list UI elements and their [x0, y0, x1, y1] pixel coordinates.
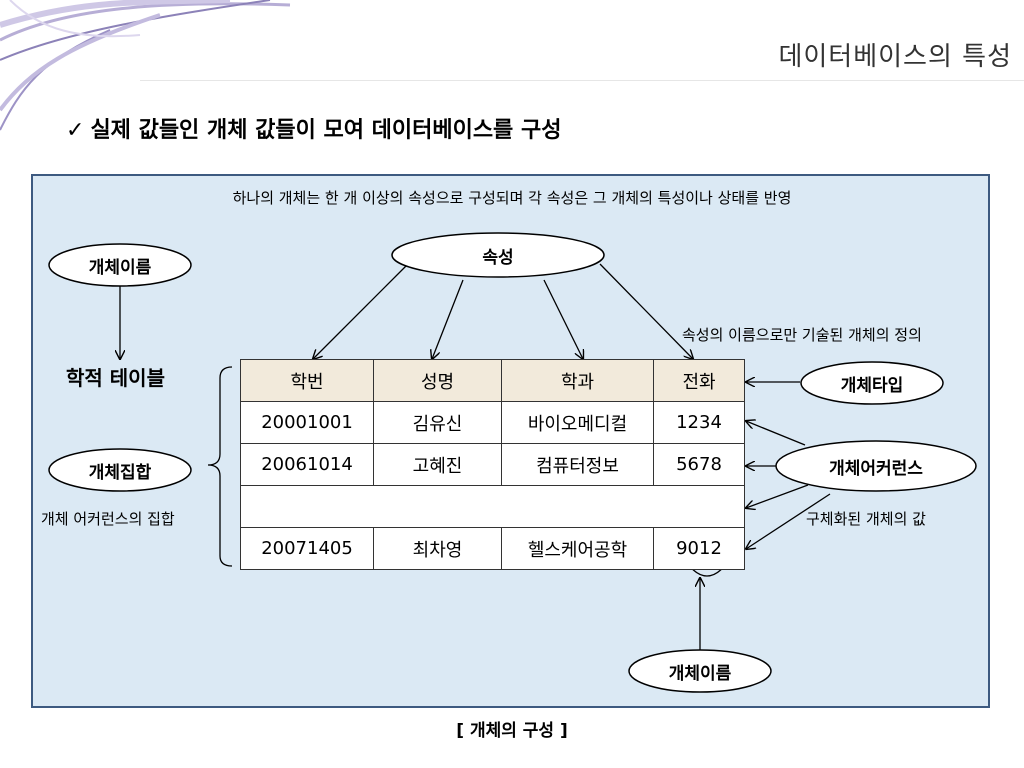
column-header: 학번 [240, 359, 374, 402]
occurrence-arrow-3 [746, 484, 809, 508]
table-cell-empty [240, 485, 745, 528]
table-name: 학적 테이블 [66, 366, 165, 390]
table-row: 20061014 고혜진 컴퓨터정보 5678 [240, 443, 745, 486]
column-header: 학과 [501, 359, 654, 402]
entity-set-oval [48, 448, 192, 492]
check-icon: ✓ [66, 118, 85, 143]
entity-type-label: 개체타입 [840, 376, 904, 396]
column-header: 성명 [373, 359, 502, 402]
occurrence-arrow-4 [746, 493, 831, 549]
column-header: 전화 [653, 359, 745, 402]
entity-occurrence-note: 구체화된 개체의 값 [806, 510, 926, 528]
table-cell: 바이오메디컬 [501, 401, 654, 444]
figure-caption: [ 개체의 구성 ] [456, 721, 568, 741]
entity-name-label-left: 개체이름 [88, 258, 152, 278]
attribute-label: 속성 [482, 248, 514, 268]
table-cell: 9012 [653, 527, 745, 570]
entity-set-brace [207, 366, 233, 567]
student-table: 학번 성명 학과 전화 20001001 김유신 바이오메디컬 1234 200… [240, 359, 745, 570]
entity-name-label-bottom: 개체이름 [668, 664, 732, 684]
table-cell: 20001001 [240, 401, 374, 444]
table-cell: 컴퓨터정보 [501, 443, 654, 486]
table-cell: 20061014 [240, 443, 374, 486]
table-cell: 1234 [653, 401, 745, 444]
entity-type-oval [800, 361, 944, 405]
attribute-arrow-4 [599, 263, 693, 359]
heading-text: 실제 값들인 개체 값들이 모여 데이터베이스를 구성 [90, 118, 562, 143]
table-cell: 최차영 [373, 527, 502, 570]
entity-set-note: 개체 어커런스의 집합 [41, 510, 175, 528]
attribute-arrow-2 [432, 279, 464, 359]
title-divider [140, 80, 1024, 81]
table-row: 20001001 김유신 바이오메디컬 1234 [240, 401, 745, 444]
slide-heading: ✓실제 값들인 개체 값들이 모여 데이터베이스를 구성 [66, 112, 561, 144]
table-header-row: 학번 성명 학과 전화 [240, 359, 745, 402]
table-cell: 20071405 [240, 527, 374, 570]
occurrence-arrow-1 [746, 421, 806, 446]
entity-occurrence-label: 개체어커런스 [829, 459, 923, 479]
attribute-arrow-3 [543, 279, 583, 359]
table-cell: 5678 [653, 443, 745, 486]
attribute-note: 속성의 이름으로만 기술된 개체의 정의 [682, 326, 922, 344]
table-row: 20071405 최차영 헬스케어공학 9012 [240, 527, 745, 570]
entity-set-label: 개체집합 [88, 463, 152, 483]
table-cell: 김유신 [373, 401, 502, 444]
attribute-oval [391, 232, 605, 278]
table-cell: 고혜진 [373, 443, 502, 486]
table-cell: 헬스케어공학 [501, 527, 654, 570]
attribute-arrow-1 [313, 265, 407, 359]
table-row-empty [240, 485, 745, 528]
caption-top: 하나의 개체는 한 개 이상의 속성으로 구성되며 각 속성은 그 개체의 특성… [232, 189, 792, 207]
page-title: 데이터베이스의 특성 [778, 42, 1012, 72]
decorative-swirl [0, 0, 291, 131]
